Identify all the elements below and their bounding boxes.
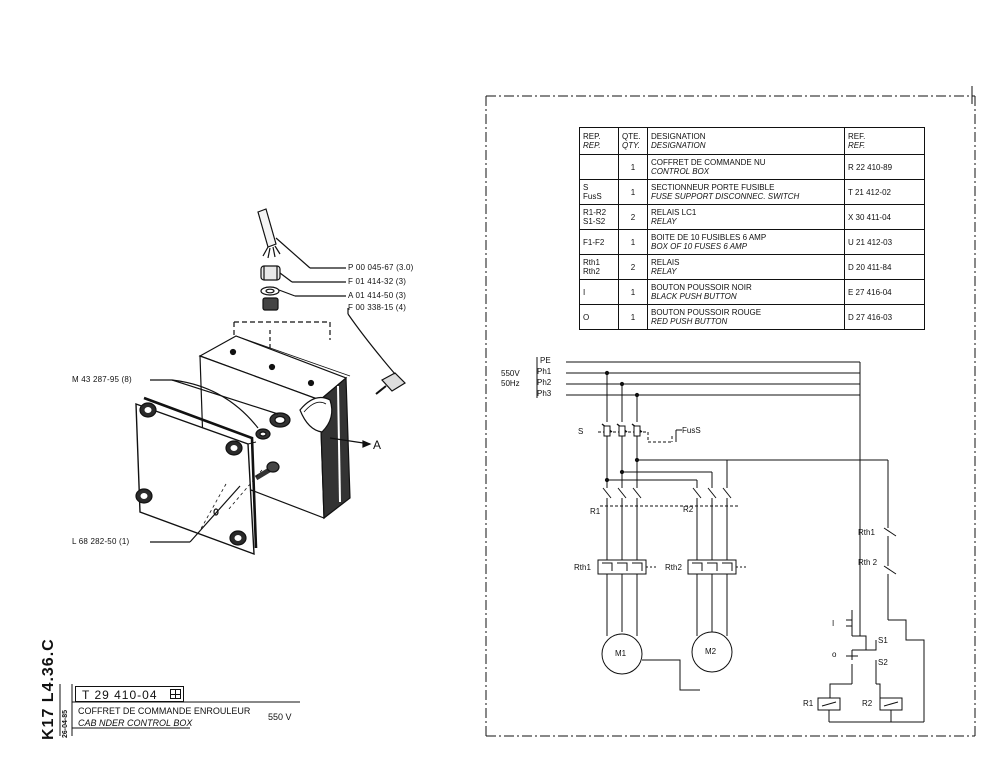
label-fuss: FusS <box>682 426 701 435</box>
col-rep: REP.REP. <box>579 127 619 155</box>
label-motor-m1: M1 <box>615 649 627 658</box>
label-r1-coil: R1 <box>803 699 814 708</box>
label-button-o: o <box>832 650 837 659</box>
label-rth2: Rth2 <box>665 563 682 572</box>
label-r2: R2 <box>683 505 694 514</box>
label-ph1: Ph1 <box>537 367 552 376</box>
part-label-p6: L 68 282-50 (1) <box>72 537 130 546</box>
screw-drawing <box>381 372 406 392</box>
part-label-p2: F 01 414-32 (3) <box>348 277 407 286</box>
grid-symbol-icon <box>170 689 181 699</box>
label-frequency: 50Hz <box>501 379 520 388</box>
label-voltage: 550V <box>501 369 520 378</box>
label-ph3: Ph3 <box>537 389 552 398</box>
part-label-p1: P 00 045-67 (3.0) <box>348 263 414 272</box>
assembly-label-a: A <box>373 438 382 452</box>
title-english: CAB NDER CONTROL BOX <box>78 718 193 728</box>
label-motor-m2: M2 <box>705 647 717 656</box>
label-s1: S1 <box>878 636 888 645</box>
label-button-i: I <box>832 619 835 628</box>
label-r2-coil: R2 <box>862 699 873 708</box>
title-french: COFFRET DE COMMANDE ENROULEUR <box>78 706 251 716</box>
label-switch-s: S <box>578 427 584 436</box>
label-rth2-contact: Rth 2 <box>858 558 878 567</box>
part-label-p3: A 01 414-50 (3) <box>348 291 407 300</box>
title-voltage: 550 V <box>268 712 292 722</box>
gland-body-drawing <box>262 297 279 311</box>
label-ph2: Ph2 <box>537 378 552 387</box>
label-r1: R1 <box>590 507 601 516</box>
cover-plate <box>135 402 255 556</box>
title-block-frame <box>59 684 300 736</box>
label-rth1-contact: Rth1 <box>858 528 875 537</box>
col-qty: QTE.QTY. <box>618 127 648 155</box>
col-ref: REF.REF. <box>844 127 925 155</box>
part-label-p5: M 43 287-95 (8) <box>72 375 132 384</box>
cable-drawing <box>257 208 277 248</box>
label-s2: S2 <box>878 658 888 667</box>
exploded-view-drawing <box>135 208 406 556</box>
part-label-p4: F 00 338-15 (4) <box>348 303 407 312</box>
label-rth1: Rth1 <box>574 563 591 572</box>
washer-drawing <box>260 286 280 296</box>
label-pe: PE <box>540 356 551 365</box>
drawing-code: T 29 410-04 <box>75 686 184 702</box>
